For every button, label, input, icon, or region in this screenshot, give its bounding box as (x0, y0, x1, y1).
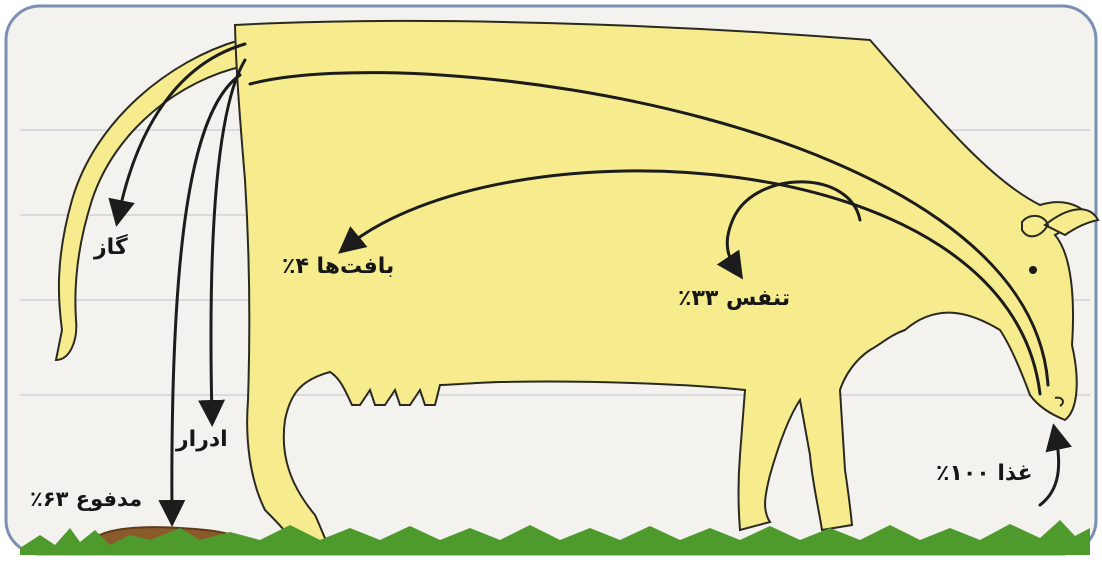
label-food: غذا ۱۰۰٪ (936, 463, 1033, 485)
cow-eye (1029, 266, 1037, 274)
label-respiration: تنفس ۳۳٪ (678, 288, 790, 310)
label-urine: ادرار (176, 429, 228, 451)
label-feces: مدفوع ۶۳٪ (30, 489, 142, 510)
label-tissues: بافت‌ها ۴٪ (282, 256, 394, 278)
label-gas: گاز (94, 237, 128, 259)
